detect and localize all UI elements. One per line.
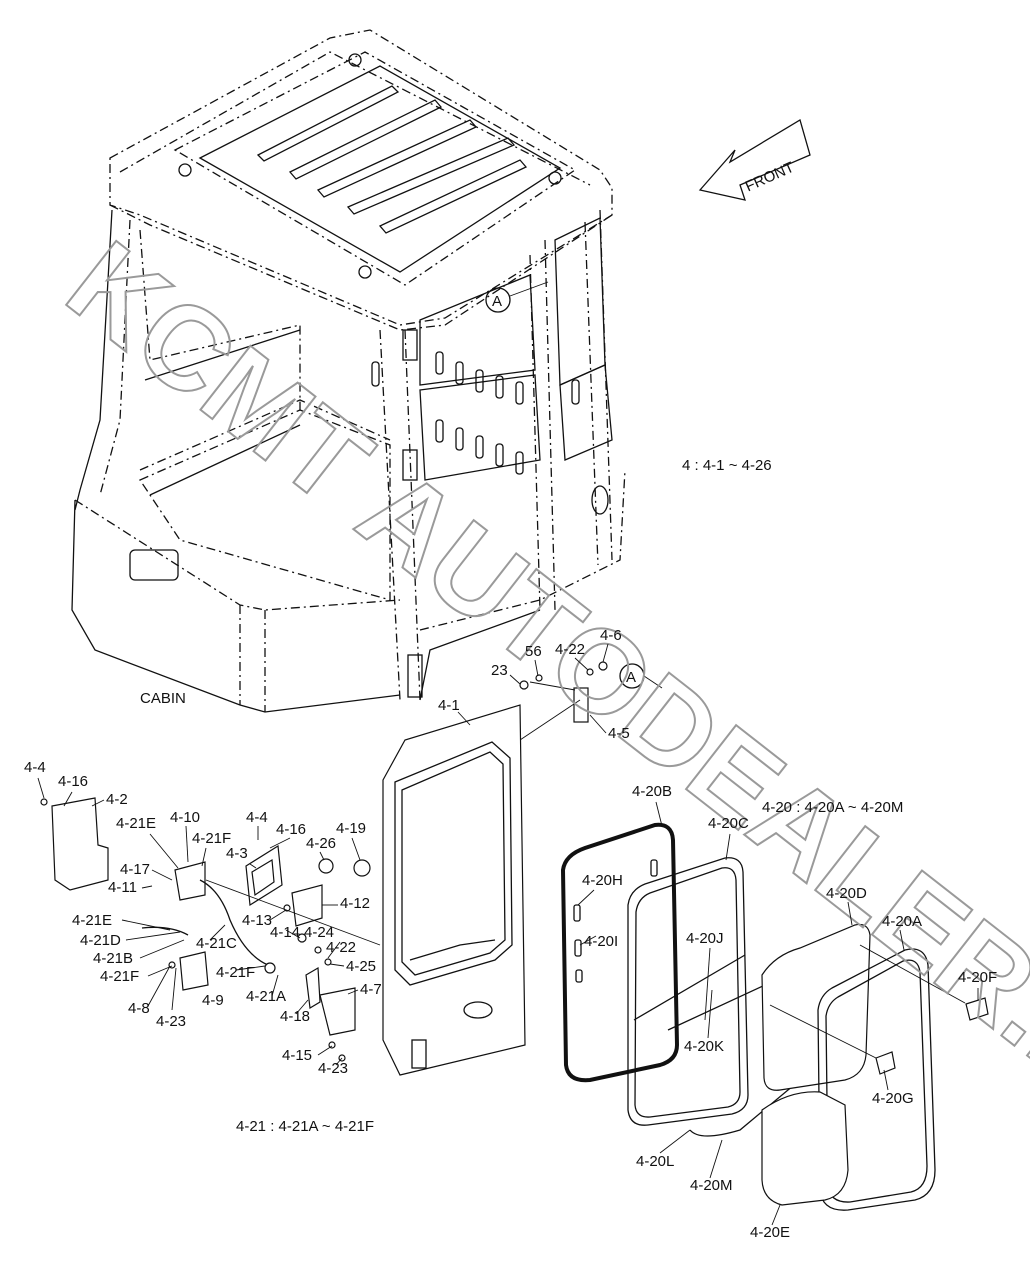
callout-label: 4-2 [106, 791, 128, 808]
callout-label: 4-14 [270, 924, 300, 941]
note-wire-range: 4-21 : 4-21A ~ 4-21F [236, 1118, 374, 1135]
callout-label: 4-15 [282, 1047, 312, 1064]
callout-label: 4-20J [686, 930, 724, 947]
callout-label: 4-13 [242, 912, 272, 929]
callout-label: 4-18 [280, 1008, 310, 1025]
callout-label: 4-16 [58, 773, 88, 790]
callout-label: 4-21C [196, 935, 237, 952]
callout-label: 4-7 [360, 981, 382, 998]
callout-label: 4-20M [690, 1177, 733, 1194]
callout-label: 4-22 [555, 641, 585, 658]
callout-label: 4-25 [346, 958, 376, 975]
section-marker-a-top: A [485, 281, 549, 313]
cabin-title: CABIN [140, 690, 186, 707]
front-arrow-icon [698, 119, 811, 201]
callout-label: 4-26 [306, 835, 336, 852]
callout-label: 4-21A [246, 988, 286, 1005]
callout-label: 4-20B [632, 783, 672, 800]
callout-label: 4-8 [128, 1000, 150, 1017]
callout-label: 4-22 [326, 939, 356, 956]
callout-label: 4-20L [636, 1153, 674, 1170]
callout-label: 4-11 [108, 879, 137, 896]
door-panel [382, 704, 526, 1076]
callout-label: 4-20A [882, 913, 922, 930]
callout-label: 4-4 [24, 759, 46, 776]
callout-label: 4-23 [156, 1013, 186, 1030]
callout-label: 4-21F [100, 968, 139, 985]
callout-label: 4-3 [226, 845, 248, 862]
callout-label: 4-24 [304, 924, 334, 941]
cabin-drawing [71, 29, 626, 713]
callout-label: 4-16 [276, 821, 306, 838]
note-cabin-range: 4 : 4-1 ~ 4-26 [682, 457, 772, 474]
callout-label: 4-21B [93, 950, 133, 967]
callout-label: 4-23 [318, 1060, 348, 1077]
callout-label: 4-4 [246, 809, 268, 826]
callout-label: 4-21F [192, 830, 231, 847]
callout-label: 4-20G [872, 1090, 914, 1107]
callout-label: 4-20E [750, 1224, 790, 1241]
callout-label: 4-17 [120, 861, 150, 878]
callout-label: 4-20C [708, 815, 749, 832]
callout-label: 4-21D [80, 932, 121, 949]
note-glass-range: 4-20 : 4-20A ~ 4-20M [762, 799, 903, 816]
callout-label: 4-21E [116, 815, 156, 832]
callout-label: 4-6 [600, 627, 622, 644]
callout-label: 4-12 [340, 895, 370, 912]
callout-label: 4-5 [608, 725, 630, 742]
callout-label: 56 [525, 643, 542, 660]
callout-label: 4-21E [72, 912, 112, 929]
hinge-detail: A [519, 661, 663, 741]
callout-label: 4-19 [336, 820, 366, 837]
section-marker-a-bottom: A [626, 669, 636, 686]
callout-label: 4-21F [216, 964, 255, 981]
callout-labels: 23 56 4-22 4-6 4-5 4-1 4-4 4-16 4-2 4-21… [24, 627, 997, 1241]
callout-label: 4-9 [202, 992, 224, 1009]
callout-label: 4-20H [582, 872, 623, 889]
glass-seal-parts [560, 822, 989, 1211]
callout-label: 23 [491, 662, 508, 679]
leader-lines [37, 643, 979, 1226]
callout-label: 4-20K [684, 1038, 724, 1055]
callout-label: 4-20F [958, 969, 997, 986]
front-label: FRONT [743, 159, 797, 196]
watermark: KCMT AUTODEALER.RU [44, 216, 1030, 1176]
callout-label: 4-10 [170, 809, 200, 826]
callout-label: 4-20I [584, 933, 618, 950]
callout-label: 4-20D [826, 885, 867, 902]
callout-label: 4-1 [438, 697, 460, 714]
svg-text:A: A [492, 293, 502, 310]
